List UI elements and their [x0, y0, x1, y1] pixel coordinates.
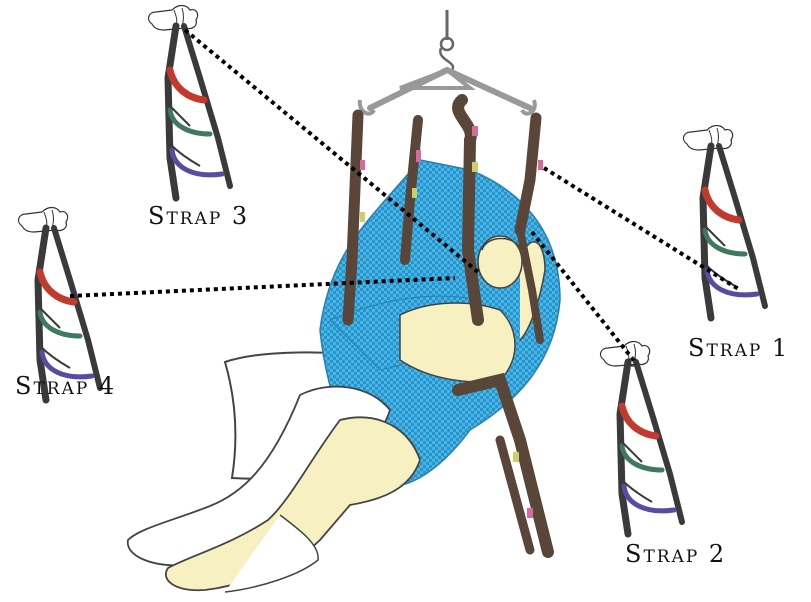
hand-icon [149, 6, 230, 199]
strap-1-detail [684, 126, 765, 319]
connector-strap-3 [185, 30, 478, 272]
strap-3-label: Strap 3 [148, 202, 249, 230]
strap-1-label: Strap 1 [688, 334, 789, 362]
connector-strap-1 [544, 168, 740, 290]
lift-hook [440, 10, 453, 70]
hand-icon [601, 342, 682, 535]
strap-4-label: Strap 4 [15, 372, 116, 400]
strap-2-detail [601, 342, 682, 535]
hand-icon [684, 126, 765, 319]
strap-3-detail [149, 6, 230, 199]
spreader-bar [360, 70, 535, 114]
strap-2-label: Strap 2 [625, 540, 726, 568]
